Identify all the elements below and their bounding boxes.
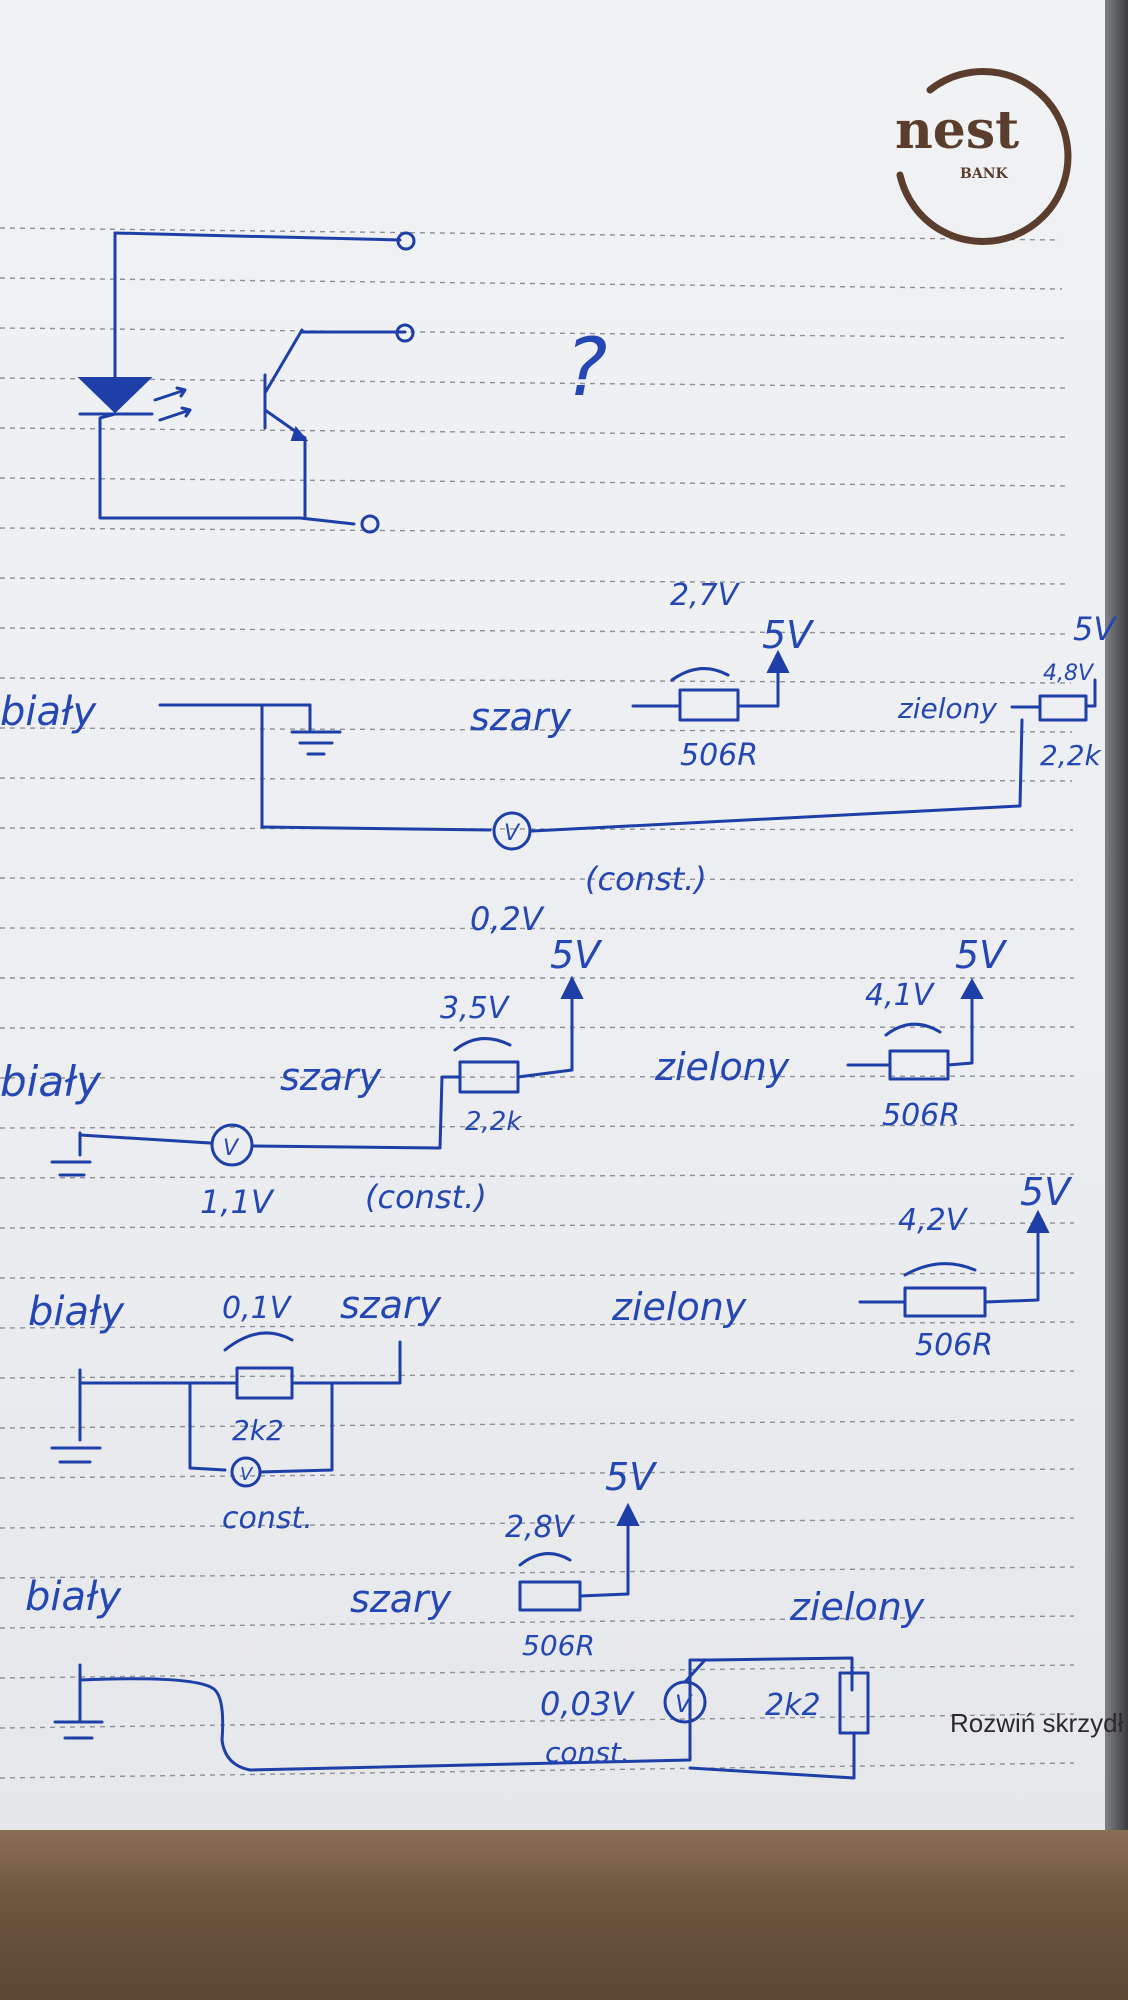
ruled-lines — [0, 227, 1075, 1779]
potentiometer-2b — [888, 1049, 950, 1081]
label-v-b-1: 4,8V — [1043, 661, 1095, 686]
meter-2-letter: V — [223, 1136, 240, 1161]
label-supply-b-2: 5V — [955, 933, 1008, 977]
label-v-b-2: 4,1V — [865, 978, 936, 1013]
label-const-2: (const.) — [365, 1178, 487, 1216]
nest-bank-logo: nest BANK — [895, 68, 1072, 245]
notebook-page — [0, 0, 1105, 1830]
label-green-2: zielony — [654, 1045, 790, 1089]
question-mark: ? — [565, 321, 607, 414]
label-reading-2: 1,1V — [200, 1183, 275, 1221]
label-white-2: biały — [0, 1057, 102, 1106]
label-res-4: 2k2 — [765, 1688, 821, 1723]
circuit-4: biały szary 2,8V 5V 506R V 0,03V const. … — [25, 1455, 925, 1780]
meter-4-letter: V — [675, 1690, 693, 1718]
resistor-3 — [235, 1366, 294, 1400]
meter-1-letter: V — [504, 821, 521, 846]
arrow-up-icon-2a — [560, 975, 584, 999]
logo-brand-text: nest — [895, 100, 1019, 161]
resistor-4 — [838, 1671, 870, 1735]
label-white-3: biały — [28, 1289, 126, 1335]
label-const-1: (const.) — [585, 860, 707, 898]
label-v-pot-1: 2,7V — [670, 578, 741, 613]
label-res-b-3: 506R — [915, 1328, 993, 1363]
label-const-4: const. — [545, 1736, 630, 1769]
label-res-b-1: 2,2k — [1040, 739, 1103, 772]
label-v-b-3: 4,2V — [898, 1203, 969, 1238]
arrow-up-icon-2b — [960, 977, 984, 999]
circuit-3: biały szary 0,1V V 2k2 const. zielony 4,… — [28, 1170, 1073, 1536]
wooden-table — [0, 1830, 1128, 2000]
arrow-up-icon-1a — [766, 649, 790, 673]
label-reading-4: 0,03V — [540, 1685, 635, 1723]
label-white-1: biały — [0, 689, 98, 735]
potentiometer-4 — [518, 1580, 582, 1612]
label-supply-4: 5V — [605, 1455, 658, 1499]
printed-slogan: Rozwiń skrzydł — [950, 1708, 1124, 1738]
circuit-2: biały V szary 3,5V 5V 2,2k 1,1V (const.)… — [0, 933, 1008, 1221]
label-green-4: zielony — [789, 1585, 925, 1629]
label-reading-1: 0,2V — [470, 900, 545, 938]
label-white-4: biały — [25, 1574, 123, 1620]
potentiometer-2a — [458, 1060, 520, 1094]
label-res-pot-4: 506R — [522, 1629, 595, 1662]
label-gray-4: szary — [350, 1577, 452, 1621]
label-gray-1: szary — [470, 695, 572, 739]
optocoupler-sketch: ? — [77, 231, 607, 534]
arrow-up-icon-4 — [616, 1502, 640, 1526]
label-gray-2: szary — [280, 1055, 382, 1099]
potentiometer-3b — [903, 1286, 987, 1318]
label-green-3: zielony — [611, 1285, 747, 1329]
arrow-up-icon-3b — [1026, 1209, 1050, 1233]
label-const-3: const. — [222, 1501, 313, 1536]
label-green-1: zielony — [897, 692, 997, 725]
label-res-a-1: 506R — [680, 738, 758, 773]
led-icon — [77, 377, 153, 414]
label-supply-a-2: 5V — [550, 933, 603, 977]
label-supply-b-1: 5V — [1073, 610, 1117, 648]
potentiometer-1a — [678, 688, 740, 722]
terminal-2-icon — [395, 323, 415, 343]
wiper-arrow-2a — [453, 1037, 512, 1052]
terminal-3-icon — [360, 514, 380, 534]
label-v-pot-4: 2,8V — [505, 1510, 576, 1545]
wiper-arrow-1a — [670, 667, 730, 682]
label-gray-3: szary — [340, 1283, 442, 1327]
label-res-b-2: 506R — [882, 1098, 960, 1133]
logo-sub-text: BANK — [960, 166, 1008, 182]
label-res-3: 2k2 — [232, 1414, 284, 1447]
label-supply-b-3: 5V — [1020, 1170, 1073, 1214]
wiper-arrow-4 — [518, 1552, 572, 1567]
meter-3-letter: V — [240, 1464, 254, 1485]
wiper-arrow-2b — [884, 1022, 942, 1037]
wiper-arrow-3b — [903, 1262, 977, 1277]
circuit-1: biały szary 2,7V 5V 506R zielony 5V 4,8V… — [0, 578, 1117, 938]
voltmeter-icon-1 — [492, 811, 532, 851]
label-v-a-2: 3,5V — [440, 991, 511, 1026]
label-v-res-3: 0,1V — [222, 1291, 293, 1326]
terminal-1-icon — [396, 231, 416, 251]
label-res-a-2: 2,2k — [465, 1107, 522, 1137]
wiper-arrow-3 — [223, 1331, 294, 1352]
potentiometer-1b — [1038, 694, 1088, 722]
label-supply-a-1: 5V — [762, 613, 815, 657]
